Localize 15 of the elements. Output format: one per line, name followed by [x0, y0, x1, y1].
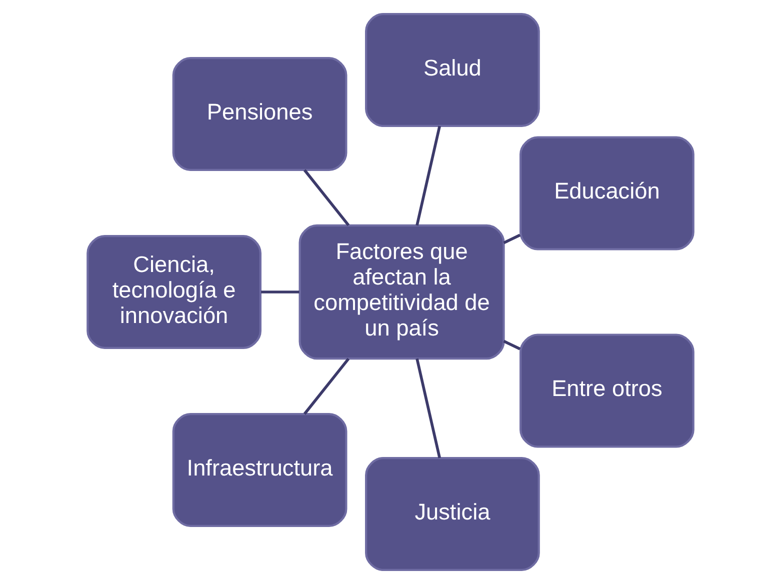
node-box: Pensiones [172, 56, 347, 171]
connector [260, 290, 299, 294]
node-box: Infraestructura [172, 413, 347, 528]
node-box: Salud [364, 12, 540, 127]
node-box: Ciencia, tecnología e innovación [86, 235, 261, 349]
connector [415, 126, 441, 226]
connector [302, 358, 350, 415]
node-box: Justicia [364, 457, 540, 572]
connector [502, 340, 520, 350]
connector [415, 358, 441, 458]
connector [302, 169, 350, 226]
node-box: Entre otros [519, 334, 694, 448]
node-box: Educación [519, 136, 694, 250]
node-box: Factores que afectan la competitividad de un país [298, 224, 504, 360]
connector [502, 234, 520, 244]
